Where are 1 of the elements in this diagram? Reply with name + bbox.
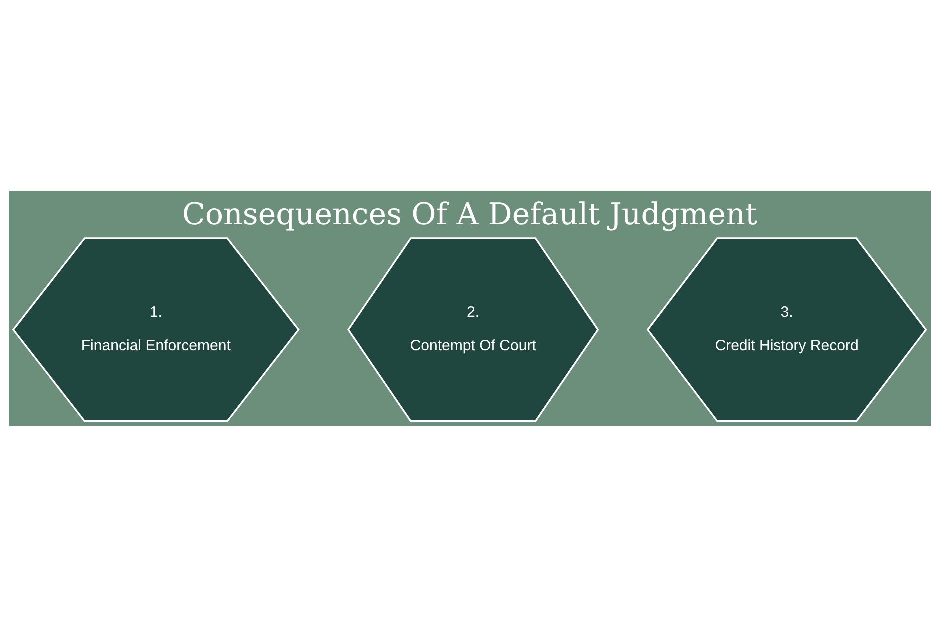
diagram-title: Consequences Of A Default Judgment	[182, 197, 758, 232]
